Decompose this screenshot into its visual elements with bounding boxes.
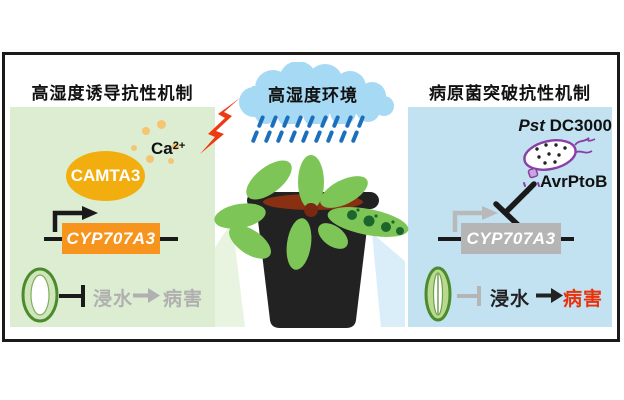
- inhibition-bar-gray-cap: [477, 286, 481, 306]
- camta3-protein: CAMTA3: [66, 151, 145, 201]
- effector-label: AvrPtoB: [540, 172, 608, 191]
- rain-dash: [250, 129, 259, 144]
- left-panel-title: 高湿度诱导抗性机制: [31, 84, 194, 103]
- disease-label-right: 病害: [563, 289, 604, 310]
- rain-dash: [331, 114, 340, 129]
- rain-dash: [294, 114, 303, 129]
- rain-dash: [344, 114, 353, 129]
- calcium-ion-dot: [168, 158, 174, 164]
- plant-icon: [214, 155, 409, 328]
- inhibition-bar-icon: [59, 294, 83, 298]
- effector-inhibition-icon: [493, 181, 537, 228]
- inhibition-bar-cap: [81, 285, 85, 307]
- rain-dash: [338, 129, 347, 144]
- bacterium-dots: [535, 143, 567, 165]
- rain-dash: [263, 129, 272, 144]
- calcium-ion-dot: [146, 155, 154, 163]
- arrow-right-icon: [133, 288, 160, 303]
- cloud-icon: [239, 62, 394, 124]
- calcium-superscript: 2+: [172, 140, 186, 152]
- rain-dash: [350, 129, 359, 144]
- rain-dash: [319, 114, 328, 129]
- pathogen-name: Pst DC3000: [505, 116, 612, 136]
- pathogen-strain: DC3000: [549, 116, 612, 135]
- calcium-label: Ca2+: [151, 139, 186, 158]
- promoter-arrow-gray-icon: [452, 206, 498, 232]
- rain-dash: [300, 129, 309, 144]
- rain-dash: [275, 129, 284, 144]
- promoter-arrow-icon: [52, 206, 98, 232]
- disease-label-left: 病害: [163, 289, 204, 310]
- rain-dash: [288, 129, 297, 144]
- lesion-spots-icon: [347, 208, 404, 235]
- pathogen-genus: Pst: [518, 116, 545, 135]
- calcium-ion-dot: [172, 143, 179, 150]
- rain-dash: [313, 129, 322, 144]
- rosette-center: [304, 203, 318, 217]
- cyp707a3-gene-suppressed: CYP707A3: [461, 223, 561, 254]
- right-panel-title: 病原菌突破抗性机制: [429, 84, 591, 103]
- rain-dash: [256, 114, 265, 129]
- stomata-open-icon: [21, 267, 59, 323]
- rain-icon: [250, 114, 380, 147]
- rain-dash: [325, 129, 334, 144]
- flooding-label-left: 浸水: [93, 289, 134, 310]
- rain-dash: [281, 114, 290, 129]
- rain-dash: [306, 114, 315, 129]
- cloud-label: 高湿度环境: [268, 86, 358, 105]
- cyp707a3-gene-active: CYP707A3: [62, 223, 160, 254]
- rain-dash: [269, 114, 278, 129]
- stomata-closed-icon: [424, 266, 452, 322]
- flagella-icon: [574, 137, 596, 154]
- calcium-ion-dot: [157, 120, 166, 129]
- inhibition-bar-gray-icon: [457, 294, 479, 298]
- calcium-ion-dot: [142, 127, 150, 135]
- arrow-right-icon: [536, 288, 563, 303]
- lightning-icon: [200, 98, 240, 154]
- rain-dash: [356, 114, 365, 129]
- flooding-label-right: 浸水: [490, 289, 531, 310]
- calcium-ion-dot: [131, 145, 137, 151]
